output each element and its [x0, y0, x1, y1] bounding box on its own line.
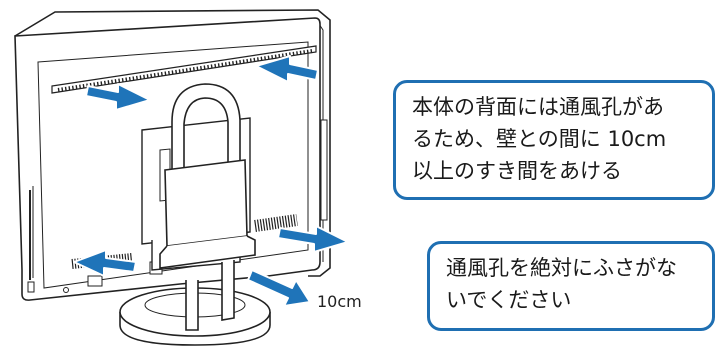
clearance-arrow	[247, 269, 311, 307]
monitor-rear-illustration	[14, 9, 349, 346]
stand-arm	[159, 83, 256, 331]
airflow-arrows	[73, 55, 349, 307]
top-vent-strip	[51, 45, 317, 94]
do-not-block-callout: 通風孔を絶対にふさがな いでください	[427, 241, 715, 331]
airflow-arrow-right-middle	[277, 225, 349, 253]
airflow-arrow-top-right	[255, 55, 319, 83]
airflow-arrow-left-lower	[73, 249, 137, 277]
airflow-arrow-top-left	[85, 83, 151, 111]
clearance-dimension-label: 10cm	[317, 292, 362, 311]
vent-clearance-callout: 本体の背面には通風孔があ るため、壁との間に 10cm 以上のすき間をあける	[393, 80, 715, 200]
